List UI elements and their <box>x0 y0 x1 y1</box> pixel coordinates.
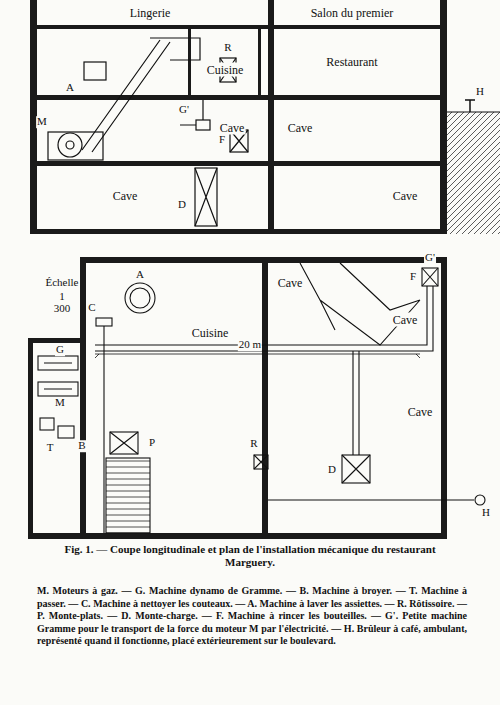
section-walls <box>30 0 447 234</box>
room-name: Salon du premier <box>310 6 395 20</box>
callout-letter: T <box>46 442 55 454</box>
scale-label: 20 m <box>238 339 262 351</box>
room-area: Cuisine <box>206 63 245 78</box>
scale-label: 300 <box>53 303 72 315</box>
room-area: Cuisine <box>191 326 230 341</box>
callout-letter: R <box>223 42 232 54</box>
callout-letter: H <box>481 507 491 519</box>
callout-letter: 1 <box>58 291 66 303</box>
room-name: Cave <box>392 313 419 327</box>
callout-letter: G' <box>178 104 190 116</box>
room-name: Cave <box>407 405 434 419</box>
room-name: Cuisine <box>191 326 230 340</box>
room-name: Cave <box>112 189 139 203</box>
ground-hatch <box>447 112 500 234</box>
callout-letter: M <box>36 116 48 128</box>
coffee-burner <box>465 100 475 112</box>
plan-walls <box>28 257 447 539</box>
callout-letter: D <box>327 464 337 476</box>
callout-letter: G' <box>424 252 436 264</box>
callout-letter: G <box>55 344 65 356</box>
room-area: Lingerie <box>129 6 172 21</box>
room-area: Cave <box>112 189 139 204</box>
room-name: Lingerie <box>129 6 172 20</box>
callout-letter: A <box>135 269 145 281</box>
callout-letter: F <box>409 271 417 283</box>
room-area: Salon du premier <box>310 6 395 21</box>
room-name: Cave <box>277 276 304 290</box>
room-area: Restaurant <box>325 55 378 70</box>
scale-label: Échelle <box>45 277 80 289</box>
room-area: Cave <box>277 276 304 291</box>
room-area: Cave <box>392 189 419 204</box>
room-area: Cave <box>287 121 314 136</box>
section-machines <box>48 38 248 226</box>
room-name: Cave <box>219 121 246 135</box>
figure-caption: Fig. 1. — Coupe longitudinale et plan de… <box>40 543 460 569</box>
plan-machines <box>38 263 485 533</box>
callout-letter: C <box>87 302 96 314</box>
room-name: Cave <box>392 189 419 203</box>
legend-paragraph: M. Moteurs à gaz. — G. Machine dynamo de… <box>36 585 468 648</box>
callout-letter: D <box>177 199 187 211</box>
callout-letter: R <box>249 438 258 450</box>
callout-letter: M <box>54 397 66 409</box>
room-name: Cave <box>287 121 314 135</box>
callout-letter: H <box>475 86 485 98</box>
room-area: Cave <box>392 313 419 328</box>
room-name: Cuisine <box>206 63 245 77</box>
callout-letter: F <box>218 134 226 146</box>
room-name: Restaurant <box>325 55 378 69</box>
callout-letter: B <box>77 440 86 452</box>
callout-letter: A <box>65 82 75 94</box>
callout-letter: P <box>148 437 156 449</box>
room-area: Cave <box>407 405 434 420</box>
